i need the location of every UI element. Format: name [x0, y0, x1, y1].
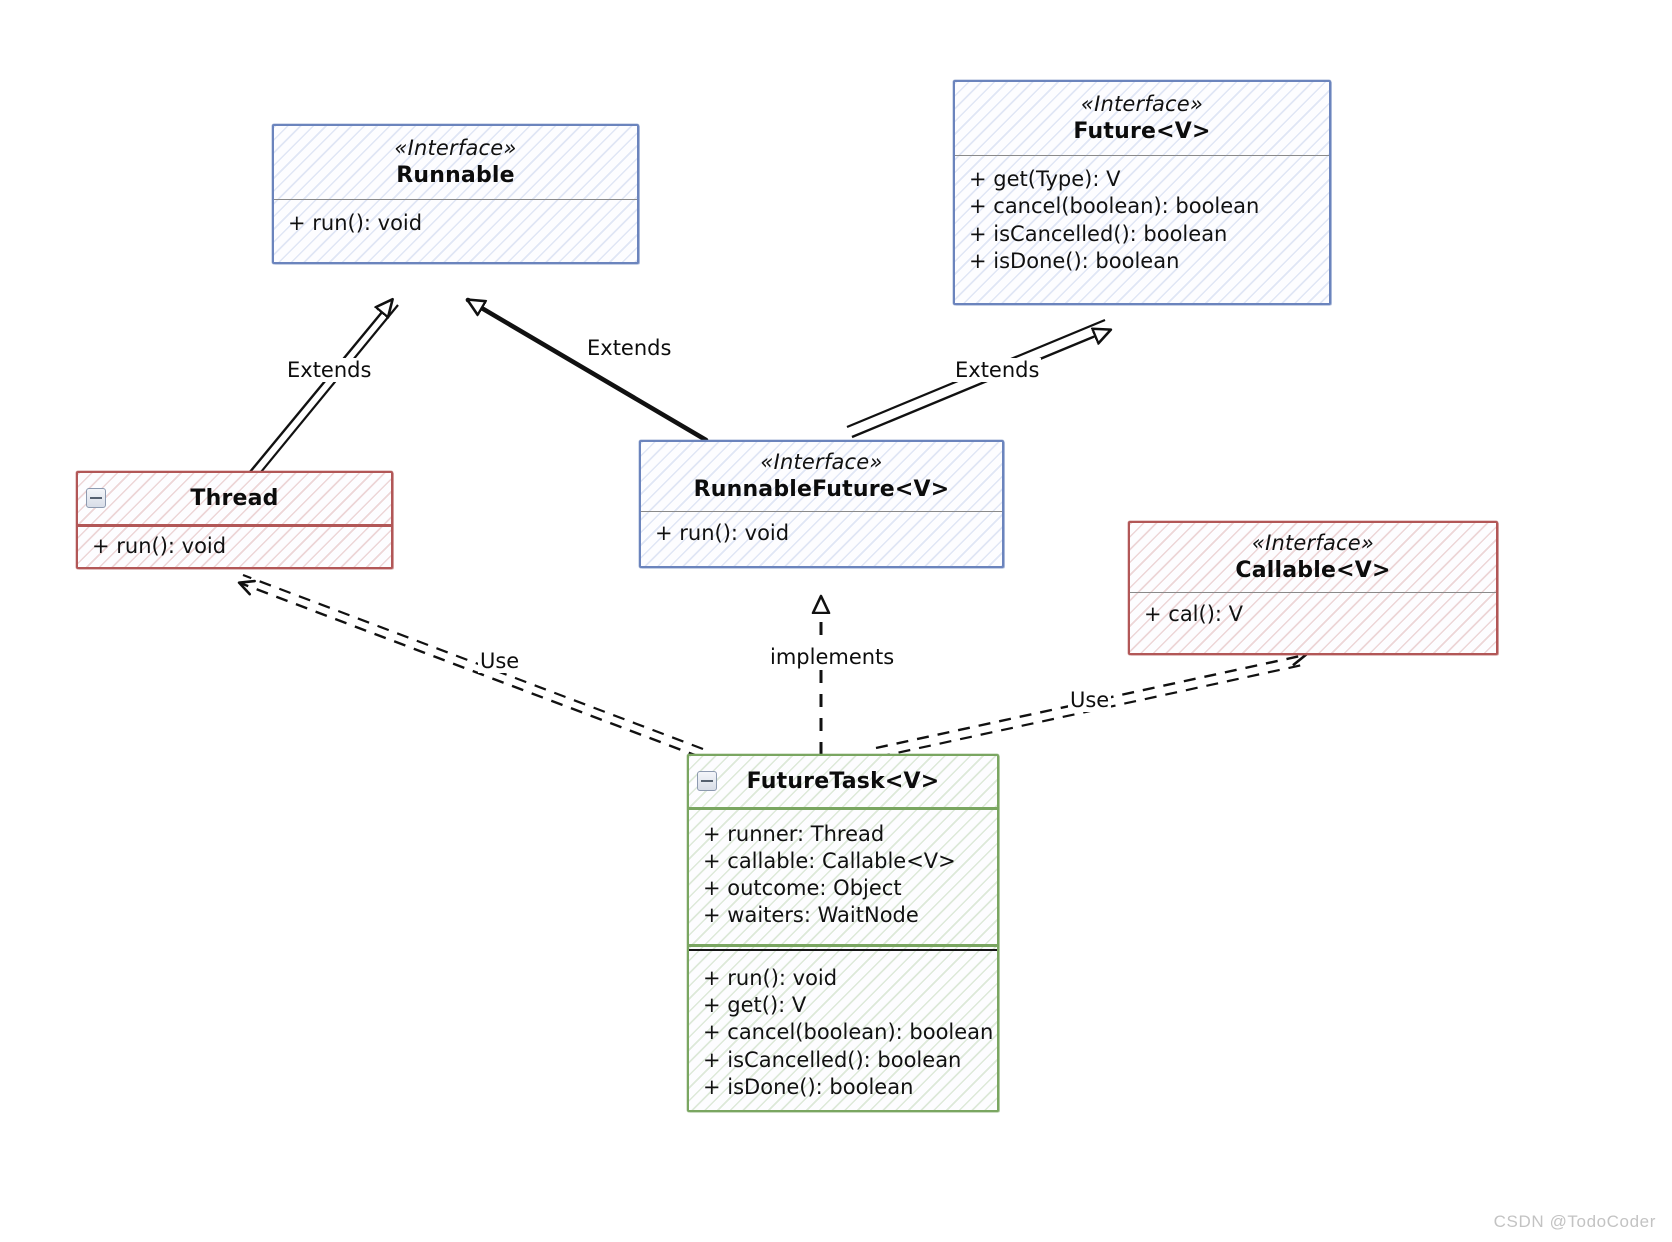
- stereotype-future: «Interface»: [1080, 92, 1204, 116]
- class-box-runnable-future[interactable]: «Interface» RunnableFuture<V> + run(): v…: [639, 440, 1004, 568]
- method-item: + isDone(): boolean: [703, 1074, 914, 1099]
- stereotype-callable: «Interface»: [1251, 531, 1375, 555]
- class-header-future: «Interface» Future<V>: [955, 82, 1329, 155]
- class-name-callable: Callable<V>: [1235, 557, 1391, 583]
- edge-label-futuretask-uses-callable: Use: [1068, 688, 1112, 712]
- field-item: + waiters: WaitNode: [703, 903, 919, 928]
- method-item: + run(): void: [92, 533, 227, 558]
- watermark: CSDN @TodoCoder: [1493, 1212, 1656, 1231]
- class-header-thread: Thread: [78, 473, 391, 524]
- method-list-future: + get(Type): V + cancel(boolean): boolea…: [955, 156, 1329, 287]
- edge-thread-extends-runnable: [244, 300, 399, 484]
- field-list-future-task: + runner: Thread + callable: Callable<V>…: [689, 810, 997, 944]
- class-header-runnable-future: «Interface» RunnableFuture<V>: [641, 442, 1002, 511]
- class-divider-future-task-fields: [689, 806, 997, 810]
- method-list-thread: + run(): void: [78, 527, 391, 568]
- edge-label-runnablefuture-extends-future: Extends: [953, 358, 1042, 382]
- class-header-callable: «Interface» Callable<V>: [1130, 523, 1496, 592]
- method-list-runnable: + run(): void: [274, 200, 637, 249]
- field-item: + outcome: Object: [703, 876, 902, 901]
- method-item: + cal(): V: [1144, 602, 1244, 627]
- class-name-future-task: FutureTask<V>: [746, 769, 940, 794]
- method-item: + run(): void: [655, 521, 790, 546]
- class-box-future-task[interactable]: FutureTask<V> + runner: Thread + callabl…: [687, 754, 999, 1112]
- collapse-minus-icon[interactable]: [697, 771, 717, 792]
- class-divider-callable: [1130, 592, 1496, 594]
- edge-futuretask-uses-thread: [237, 573, 704, 759]
- edge-runnablefuture-extends-runnable: [465, 297, 709, 443]
- stereotype-runnable: «Interface»: [394, 136, 517, 160]
- method-item: + get(): V: [703, 992, 807, 1017]
- class-divider-future-task-methods: [689, 943, 997, 951]
- field-item: + callable: Callable<V>: [703, 848, 956, 873]
- class-divider-future: [955, 155, 1329, 157]
- method-list-callable: + cal(): V: [1130, 593, 1496, 636]
- class-divider-thread: [78, 523, 391, 527]
- class-box-future[interactable]: «Interface» Future<V> + get(Type): V + c…: [953, 80, 1331, 305]
- edge-label-thread-extends-runnable: Extends: [285, 358, 374, 382]
- method-item: + get(Type): V: [969, 167, 1121, 192]
- method-item: + isCancelled(): boolean: [703, 1047, 962, 1072]
- edge-label-runnablefuture-extends-runnable: Extends: [585, 336, 674, 360]
- method-list-future-task: + run(): void + get(): V + cancel(boolea…: [689, 951, 997, 1111]
- stereotype-runnable-future: «Interface»: [760, 450, 883, 474]
- class-name-thread: Thread: [190, 486, 279, 511]
- method-item: + isCancelled(): boolean: [969, 221, 1228, 246]
- method-item: + run(): void: [703, 965, 838, 990]
- collapse-minus-icon[interactable]: [86, 488, 106, 509]
- method-item: + cancel(boolean): boolean: [969, 194, 1260, 219]
- method-item: + run(): void: [288, 211, 423, 236]
- class-box-runnable[interactable]: «Interface» Runnable + run(): void: [272, 124, 639, 264]
- class-header-runnable: «Interface» Runnable: [274, 126, 637, 199]
- class-header-future-task: FutureTask<V>: [689, 756, 997, 807]
- class-divider-runnable: [274, 199, 637, 201]
- method-item: + isDone(): boolean: [969, 249, 1180, 273]
- class-name-future: Future<V>: [1073, 118, 1211, 144]
- class-name-runnable: Runnable: [396, 162, 515, 188]
- class-divider-runnable-future: [641, 511, 1002, 513]
- method-list-runnable-future: + run(): void: [641, 512, 1002, 555]
- class-box-thread[interactable]: Thread + run(): void: [76, 471, 393, 569]
- class-name-runnable-future: RunnableFuture<V>: [693, 476, 950, 502]
- edge-label-futuretask-implements: implements: [768, 645, 897, 669]
- class-box-callable[interactable]: «Interface» Callable<V> + cal(): V: [1128, 521, 1498, 655]
- edge-label-futuretask-uses-thread: Use: [478, 649, 522, 673]
- field-item: + runner: Thread: [703, 821, 885, 846]
- method-item: + cancel(boolean): boolean: [703, 1020, 994, 1045]
